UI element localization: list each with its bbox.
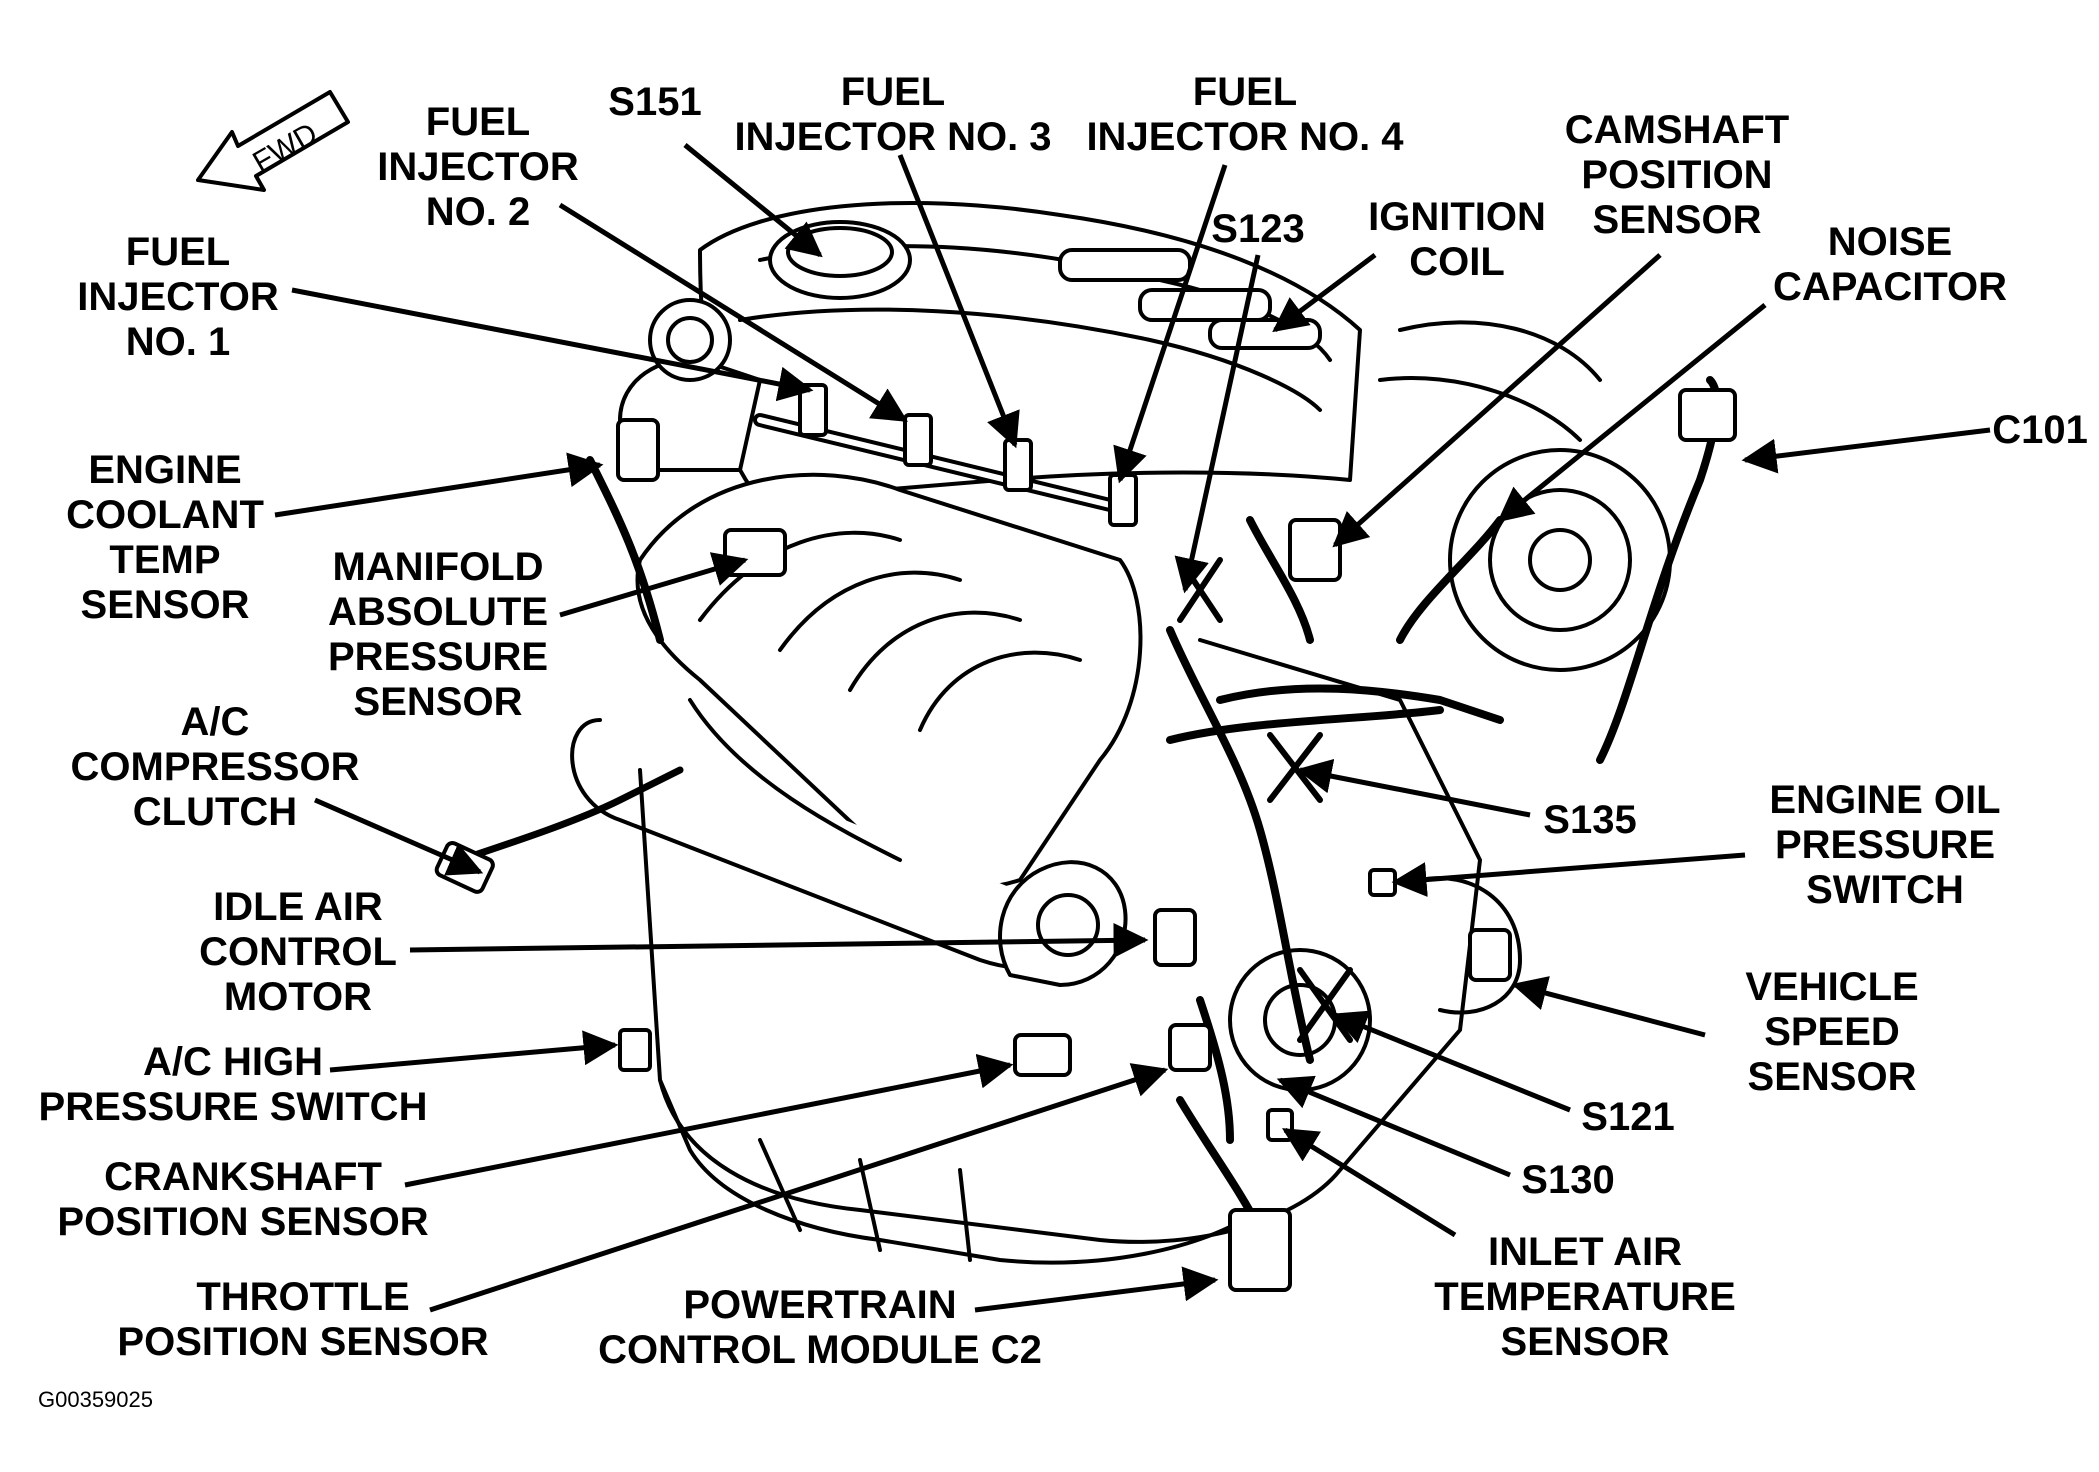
label-s151: S151 bbox=[608, 80, 702, 124]
label-engine-coolant-temp-sensor: ENGINE COOLANT TEMP SENSOR bbox=[66, 448, 264, 627]
label-engine-oil-pressure-switch: ENGINE OIL PRESSURE SWITCH bbox=[1769, 778, 2001, 912]
label-fuel-injector-no-1: FUEL INJECTOR NO. 1 bbox=[77, 230, 279, 364]
label-ac-compressor-clutch: A/C COMPRESSOR CLUTCH bbox=[70, 700, 360, 834]
label-fuel-injector-no-4: FUEL INJECTOR NO. 4 bbox=[1086, 70, 1404, 159]
label-inlet-air-temperature-sensor: INLET AIR TEMPERATURE SENSOR bbox=[1434, 1230, 1736, 1364]
label-noise-capacitor: NOISE CAPACITOR bbox=[1772, 220, 2008, 309]
label-s121: S121 bbox=[1581, 1095, 1675, 1139]
label-vehicle-speed-sensor: VEHICLE SPEED SENSOR bbox=[1745, 965, 1919, 1099]
label-s130: S130 bbox=[1521, 1158, 1615, 1202]
engine-body bbox=[434, 201, 1737, 1292]
label-ac-high-pressure-switch: A/C HIGH PRESSURE SWITCH bbox=[38, 1040, 428, 1129]
fwd-arrow-icon: FWD bbox=[196, 90, 350, 192]
label-ignition-coil: IGNITION COIL bbox=[1368, 195, 1546, 284]
label-s123: S123 bbox=[1211, 207, 1305, 251]
label-manifold-absolute-pressure-sensor: MANIFOLD ABSOLUTE PRESSURE SENSOR bbox=[327, 545, 549, 724]
label-fuel-injector-no-3: FUEL INJECTOR NO. 3 bbox=[734, 70, 1052, 159]
label-crankshaft-position-sensor: CRANKSHAFT POSITION SENSOR bbox=[57, 1155, 429, 1244]
label-powertrain-control-module-c2: POWERTRAIN CONTROL MODULE C2 bbox=[598, 1283, 1042, 1372]
label-idle-air-control-motor: IDLE AIR CONTROL MOTOR bbox=[199, 885, 397, 1019]
label-c101: C101 bbox=[1992, 408, 2088, 452]
label-throttle-position-sensor: THROTTLE POSITION SENSOR bbox=[117, 1275, 489, 1364]
label-fuel-injector-no-2: FUEL INJECTOR NO. 2 bbox=[377, 100, 579, 234]
figure-id-code: G00359025 bbox=[38, 1387, 153, 1412]
label-camshaft-position-sensor: CAMSHAFT POSITION SENSOR bbox=[1564, 108, 1790, 242]
leader-lines bbox=[274, 143, 1991, 1313]
label-s135: S135 bbox=[1543, 798, 1637, 842]
